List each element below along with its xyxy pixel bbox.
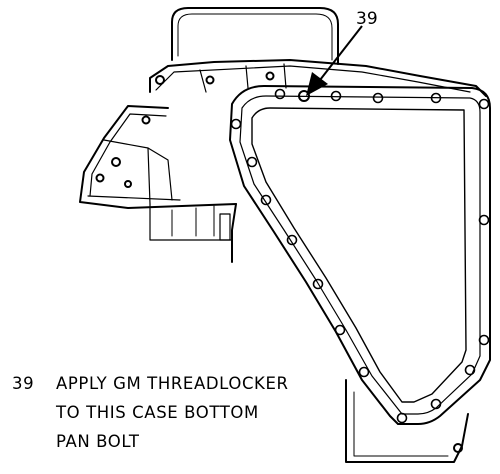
caption-line-3: PAN BOLT [56, 432, 140, 451]
caption: 39 APPLY GM THREADLOCKER TO THIS CASE BO… [12, 374, 289, 451]
callout-number: 39 [356, 9, 378, 29]
caption-line-2: TO THIS CASE BOTTOM [55, 403, 259, 422]
pan-bolts [230, 88, 490, 424]
upper-case-rim [149, 59, 487, 97]
lower-housing [345, 379, 469, 463]
callout-arrow [306, 25, 363, 96]
bell-housing [79, 105, 237, 209]
top-cover [171, 7, 339, 65]
transmission-case-body [79, 7, 491, 463]
bottom-pan-outer [229, 85, 491, 425]
caption-line-1: APPLY GM THREADLOCKER [56, 374, 289, 393]
bottom-pan-flange [239, 95, 481, 415]
threadlocker-bolt [298, 90, 310, 102]
caption-number: 39 [12, 374, 34, 393]
bottom-pan-inner [251, 107, 467, 403]
